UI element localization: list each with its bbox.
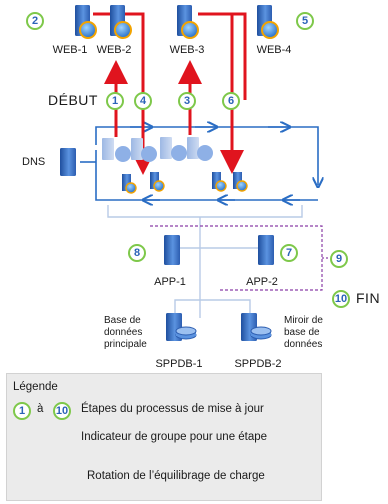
web-2-label: WEB-2 [96, 44, 132, 56]
end-label: FIN [356, 290, 381, 306]
db-mirror-label: Miroir de base de données [284, 315, 323, 350]
web-4-label: WEB-4 [256, 44, 292, 56]
legend-range-word: à [37, 403, 44, 415]
step-badge-10: 10 [332, 290, 350, 308]
network-lines [107, 205, 303, 318]
dns-server [60, 148, 76, 176]
app-1-server [164, 235, 180, 265]
updated-servers [122, 172, 248, 194]
app-2-label: APP-2 [246, 276, 278, 288]
legend: Légende 1 à 10 Étapes du processus de mi… [6, 373, 322, 501]
sppdb-2-server [241, 313, 272, 341]
app-1-label: APP-1 [154, 276, 186, 288]
sppdb-1-label: SPPDB-1 [155, 358, 203, 370]
web-1-server [75, 5, 97, 39]
sppdb-2-label: SPPDB-2 [234, 358, 282, 370]
step-badge-2: 2 [26, 12, 44, 30]
web-4-server [257, 5, 279, 39]
web-2-server [110, 5, 132, 39]
legend-rotation-text: Rotation de l’équilibrage de charge [87, 470, 265, 482]
step-badge-9: 9 [330, 250, 348, 268]
step-badge-4: 4 [134, 92, 152, 110]
db-primary-label: Base de données principale [104, 315, 147, 350]
step-badge-1: 1 [106, 92, 124, 110]
lb-servers [102, 137, 213, 162]
sppdb-1-server [166, 313, 197, 341]
load-balancer-rotation [95, 127, 318, 200]
legend-step-from: 1 [13, 402, 31, 420]
legend-step-to: 10 [53, 402, 71, 420]
legend-group-text: Indicateur de groupe pour une étape [81, 431, 268, 443]
step-badge-7: 7 [280, 244, 298, 262]
dns-label: DNS [22, 156, 46, 168]
start-label: DÉBUT [48, 92, 98, 108]
web-3-server [177, 5, 199, 39]
step-badge-5: 5 [296, 12, 314, 30]
legend-steps-text: Étapes du processus de mise à jour [81, 403, 264, 415]
app-2-server [258, 235, 274, 265]
update-arrows [93, 12, 245, 163]
legend-title: Légende [13, 381, 58, 393]
step-badge-6: 6 [222, 92, 240, 110]
web-1-label: WEB-1 [52, 44, 88, 56]
step-badge-3: 3 [178, 92, 196, 110]
step-badge-8: 8 [128, 244, 146, 262]
group-indicator [150, 225, 323, 291]
web-3-label: WEB-3 [169, 44, 205, 56]
